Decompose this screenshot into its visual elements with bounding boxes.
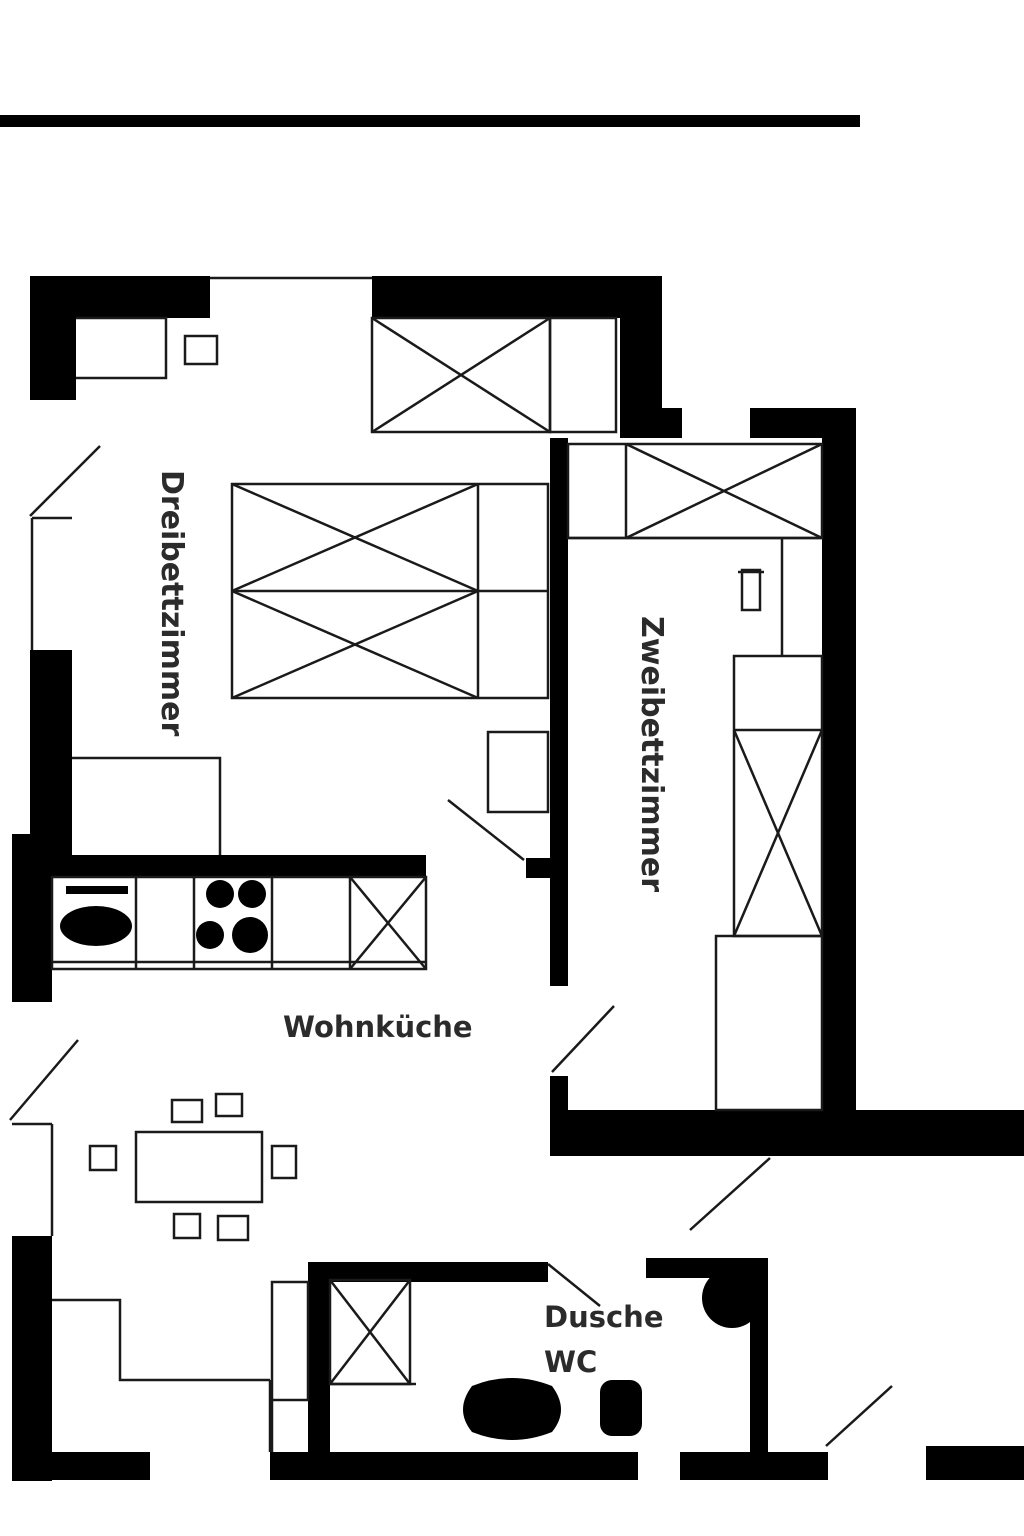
room-label-dusche: Dusche bbox=[544, 1300, 664, 1334]
fixtures bbox=[60, 880, 762, 1440]
sink-icon bbox=[66, 886, 128, 894]
burner-icon bbox=[206, 880, 234, 908]
washbasin-icon bbox=[463, 1378, 561, 1440]
burner-icon bbox=[232, 917, 268, 953]
room-label-wohnkueche: Wohnküche bbox=[283, 1010, 473, 1044]
corner-fixture-icon bbox=[702, 1268, 762, 1328]
thin-lines bbox=[9, 276, 893, 1452]
burner-icon bbox=[238, 880, 266, 908]
burner-icon bbox=[196, 921, 224, 949]
top-rule-line bbox=[0, 115, 860, 127]
toilet-icon bbox=[600, 1380, 642, 1436]
room-label-zweibettzimmer: Zweibettzimmer bbox=[634, 616, 669, 893]
sink-basin-icon bbox=[60, 906, 132, 946]
walls bbox=[12, 276, 1024, 1481]
room-label-dreibettzimmer: Dreibettzimmer bbox=[154, 470, 189, 737]
room-label-wc: WC bbox=[544, 1345, 598, 1379]
